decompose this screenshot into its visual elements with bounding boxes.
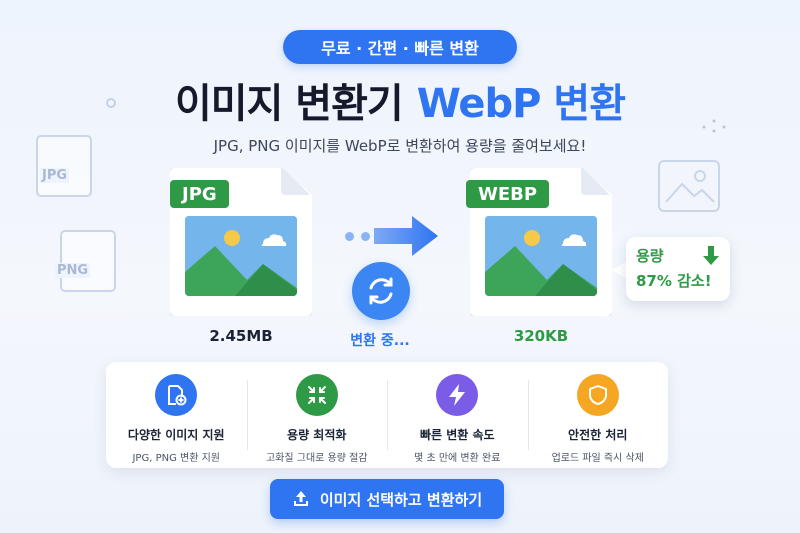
feature-size-optimize: 용량 최적화 고화질 그대로 용량 절감 [246,362,388,468]
source-file-size: 2.45MB [209,327,273,345]
background-png-label: PNG [55,263,91,278]
feature-desc: 몇 초 만에 변환 완료 [414,453,501,464]
target-file-type-tag: WEBP [466,180,550,208]
feature-image-support: 다양한 이미지 지원 JPG, PNG 변환 지원 [106,362,247,468]
savings-line2: 87% 감소! [636,272,712,290]
title-part2: WebP 변환 [416,81,626,127]
page-title: 이미지 변환기 WebP 변환 [0,72,800,128]
source-image-thumbnail [185,216,297,296]
source-file-type-tag: JPG [170,180,229,208]
background-image-icon [658,160,720,212]
decor-sparkles [700,115,730,139]
arrow-dot-1 [345,232,354,241]
target-file-fold [581,168,612,195]
source-file-fold [281,168,312,195]
image-plus-icon [155,374,198,416]
convert-status-icon [352,262,410,320]
feature-title: 다양한 이미지 지원 [127,428,225,442]
feature-badge: 무료 · 간편 · 빠른 변환 [283,30,517,64]
arrow-dot-2 [361,232,370,241]
compress-icon [295,374,338,416]
right-arrow-icon [374,212,440,264]
feature-desc: JPG, PNG 변환 지원 [132,453,220,464]
page-subtitle: JPG, PNG 이미지를 WebP로 변환하여 용량을 줄여보세요! [213,137,587,155]
shield-check-icon [576,374,619,416]
cta-label: 이미지 선택하고 변환하기 [319,490,483,509]
feature-title: 용량 최적화 [287,428,347,442]
feature-title: 안전한 처리 [568,428,628,442]
features-panel: 다양한 이미지 지원 JPG, PNG 변환 지원 용량 최적화 고화질 그대로… [106,362,668,468]
target-image-thumbnail [485,216,597,296]
feature-fast-speed: 빠른 변환 속도 몇 초 만에 변환 완료 [387,362,528,468]
background-jpg-file-icon [36,135,92,197]
select-image-convert-button[interactable]: 이미지 선택하고 변환하기 [270,479,504,519]
decor-dot [106,98,116,108]
feature-safe-processing: 안전한 처리 업로드 파일 즉시 삭제 [527,362,669,468]
lightning-icon [436,374,479,416]
savings-bubble-tail [612,262,626,278]
background-jpg-label: JPG [40,168,70,183]
feature-desc: 고화질 그대로 용량 절감 [265,453,368,464]
title-part1: 이미지 변환기 [174,81,404,127]
feature-title: 빠른 변환 속도 [419,428,495,442]
savings-line1: 용량 [636,247,664,265]
feature-desc: 업로드 파일 즉시 삭제 [551,453,644,464]
target-file-size: 320KB [513,327,569,345]
convert-status-label: 변환 중... [350,333,410,349]
upload-icon [293,491,308,506]
background-png-file-icon [60,230,116,292]
down-arrow-icon [703,246,719,270]
